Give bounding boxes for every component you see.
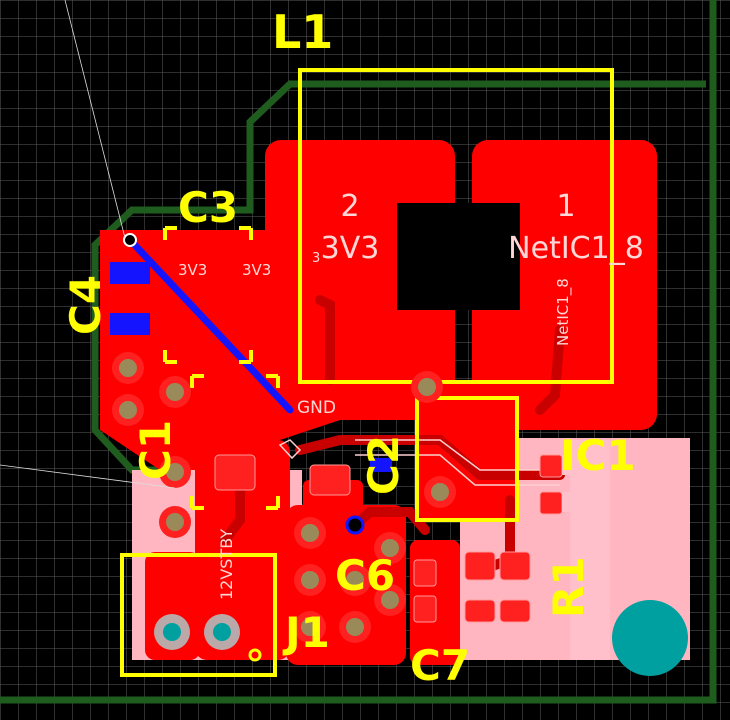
l1-pad-2-net: 3V3 [321, 231, 380, 266]
c1-designator: C1 [131, 420, 180, 480]
c1-outline [190, 374, 280, 510]
c3-right-net: 3V3 [242, 261, 271, 279]
c7-designator: C7 [410, 641, 470, 690]
mounting-hole [612, 600, 688, 676]
bottom-copper [110, 236, 392, 472]
ic1-paste [562, 440, 610, 660]
smd-pads [214, 454, 563, 623]
board-outline [0, 0, 717, 704]
through-hole-pads [112, 233, 456, 643]
ratsnest [0, 0, 176, 489]
j1-designator: J1 [282, 608, 330, 657]
standby-pour [195, 440, 290, 660]
designators: L1 C3 C4 C1 C2 C6 C7 IC1 R1 J1 [61, 5, 636, 690]
c3-small-net: 3 [312, 251, 320, 266]
silkscreen-outlines [120, 68, 614, 677]
c3-outline [163, 226, 253, 364]
c2-outline [415, 396, 519, 522]
l1-pad-1-net: NetIC1_8 [508, 231, 644, 266]
3v3-pour [100, 230, 340, 470]
r1-designator: R1 [544, 556, 593, 618]
standby-connector-outline [120, 553, 277, 677]
l1-pad-1-net-vertical: NetIC1_8 [554, 278, 573, 346]
l1-core [397, 203, 520, 310]
l1-outline [298, 68, 614, 384]
c6-designator: C6 [335, 551, 395, 600]
c2-designator: C2 [359, 435, 408, 495]
l1-pad-1-number: 1 [556, 189, 575, 224]
c3-designator: C3 [178, 183, 238, 232]
gnd-net: GND [297, 398, 336, 418]
l1-pad-2-number: 2 [340, 189, 359, 224]
ic1-designator: IC1 [560, 431, 636, 480]
c4-designator: C4 [61, 275, 110, 335]
net-labels: 2 3V3 1 NetIC1_8 NetIC1_8 3V3 3V3 3 GND … [178, 189, 644, 600]
connector-pins [154, 600, 688, 676]
c3-left-net: 3V3 [178, 261, 207, 279]
l1-designator: L1 [272, 5, 333, 59]
standby-net: 12VSTBY [217, 529, 236, 600]
